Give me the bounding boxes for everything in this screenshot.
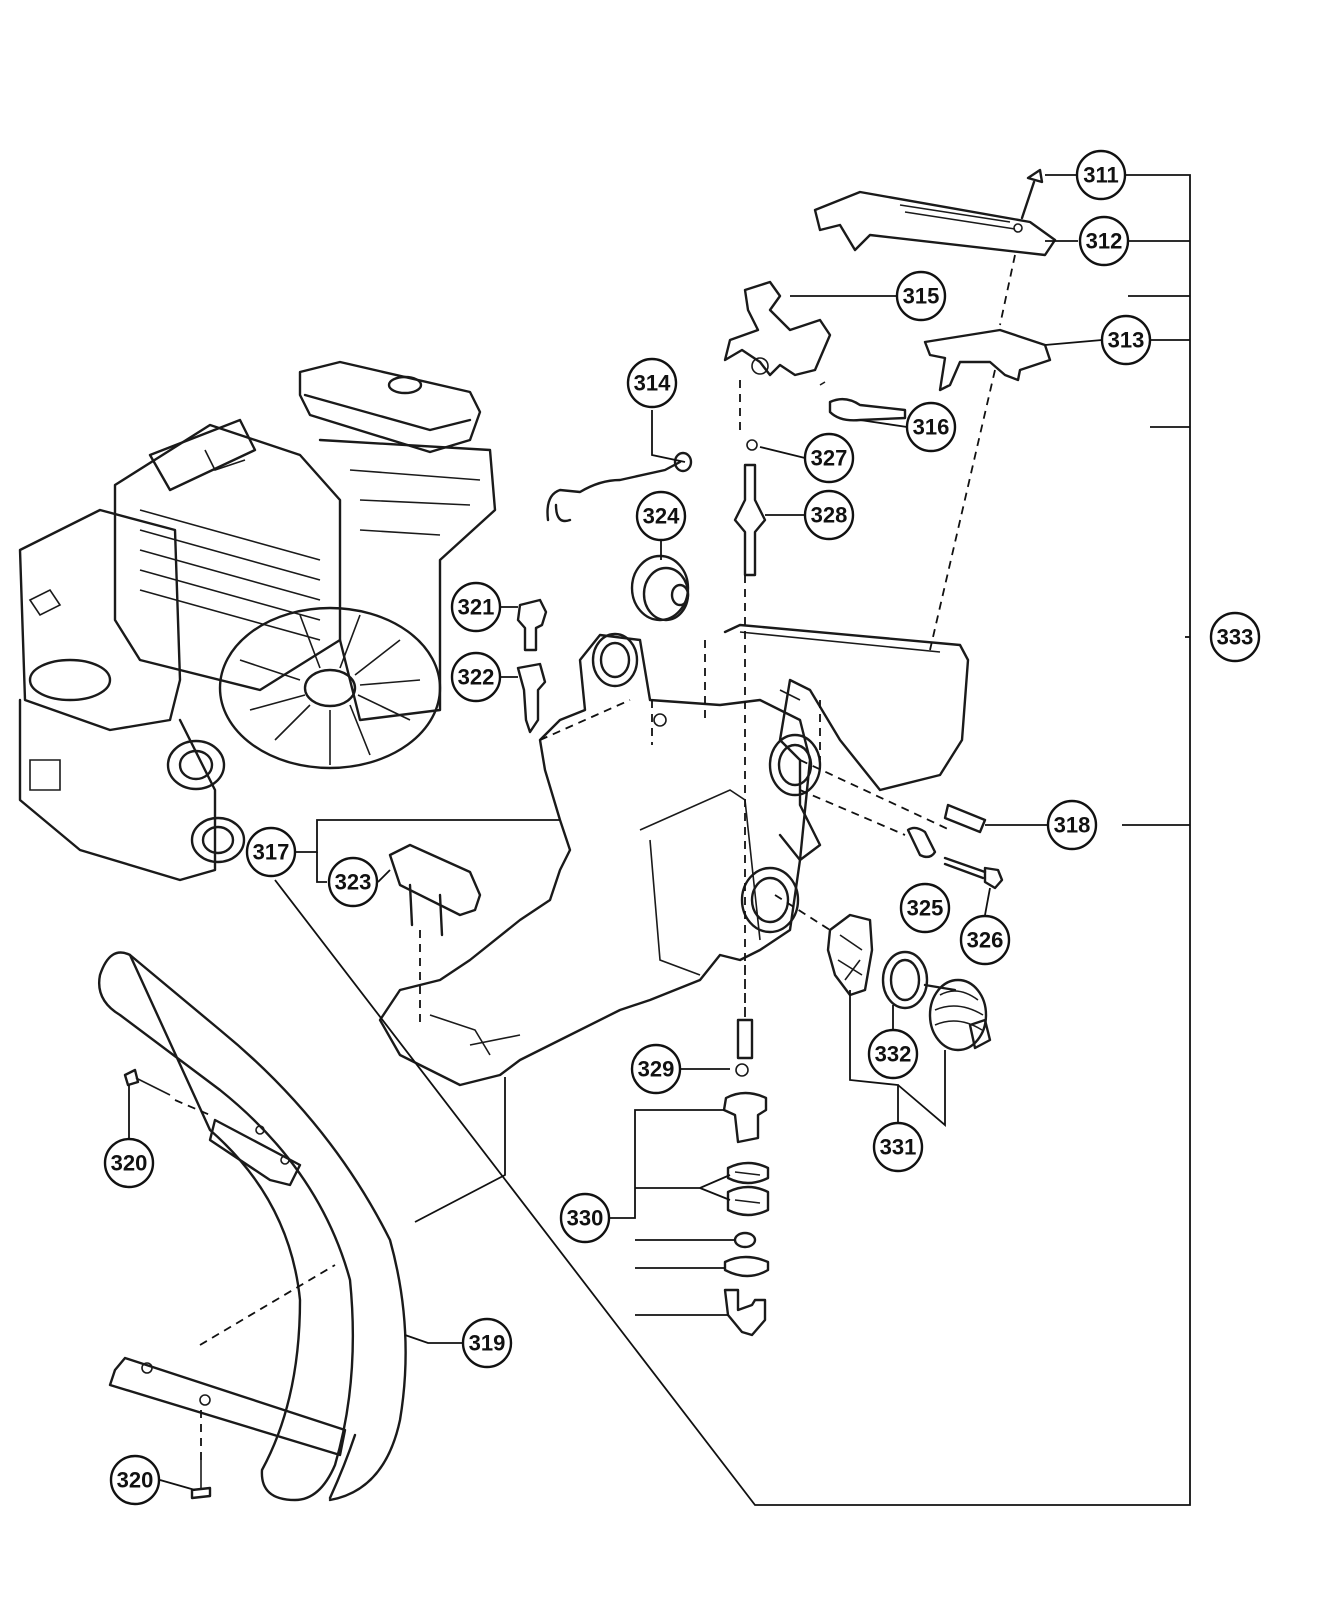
svg-text:318: 318 bbox=[1054, 813, 1091, 838]
handle-cover-312 bbox=[813, 190, 1057, 257]
callout-326: 326 bbox=[959, 914, 1011, 966]
svg-text:320: 320 bbox=[111, 1151, 148, 1176]
svg-text:320: 320 bbox=[117, 1468, 154, 1493]
rear-handle-fuel-tank-317 bbox=[378, 623, 970, 1087]
callout-319: 319 bbox=[461, 1317, 513, 1369]
svg-text:329: 329 bbox=[638, 1057, 675, 1082]
svg-text:332: 332 bbox=[875, 1042, 912, 1067]
callout-329: 329 bbox=[630, 1043, 682, 1095]
screw-311 bbox=[1020, 168, 1044, 220]
callout-331: 331 bbox=[872, 1121, 924, 1173]
svg-text:313: 313 bbox=[1108, 328, 1145, 353]
svg-text:327: 327 bbox=[811, 446, 848, 471]
callout-321: 321 bbox=[450, 581, 502, 633]
av-parts-330 bbox=[722, 1018, 770, 1337]
throttle-trigger-315 bbox=[723, 280, 832, 377]
trigger-lock-313 bbox=[923, 328, 1052, 392]
svg-text:333: 333 bbox=[1217, 625, 1254, 650]
pin-318 bbox=[943, 803, 987, 834]
callout-322: 322 bbox=[450, 651, 502, 703]
svg-text:324: 324 bbox=[643, 504, 680, 529]
pad-323 bbox=[388, 843, 482, 937]
bolt-326 bbox=[943, 856, 1004, 890]
svg-text:325: 325 bbox=[907, 896, 944, 921]
svg-text:317: 317 bbox=[253, 840, 290, 865]
rubber-mount-324 bbox=[630, 554, 690, 622]
callout-328: 328 bbox=[803, 489, 855, 541]
callout-316: 316 bbox=[905, 401, 957, 453]
svg-text:330: 330 bbox=[567, 1206, 604, 1231]
svg-text:326: 326 bbox=[967, 928, 1004, 953]
screw-320 bbox=[123, 1068, 212, 1500]
svg-text:323: 323 bbox=[335, 870, 372, 895]
svg-text:331: 331 bbox=[880, 1135, 917, 1160]
callout-330: 330 bbox=[559, 1192, 611, 1244]
callout-333: 333 bbox=[1209, 611, 1261, 663]
callout-324: 324 bbox=[635, 490, 687, 542]
svg-text:316: 316 bbox=[913, 415, 950, 440]
callout-327: 327 bbox=[803, 432, 855, 484]
callout-315: 315 bbox=[895, 270, 947, 322]
callout-320-lower: 320 bbox=[109, 1454, 161, 1506]
callout-325: 325 bbox=[899, 882, 951, 934]
svg-text:322: 322 bbox=[458, 665, 495, 690]
callout-332: 332 bbox=[867, 1028, 919, 1080]
plug-321-322 bbox=[516, 598, 548, 734]
cap-331-332 bbox=[826, 913, 992, 1052]
pin-327-328 bbox=[733, 439, 767, 577]
callout-323: 323 bbox=[327, 856, 379, 908]
svg-text:311: 311 bbox=[1083, 163, 1119, 188]
callout-312: 312 bbox=[1078, 215, 1130, 267]
callout-314: 314 bbox=[626, 357, 678, 409]
svg-text:314: 314 bbox=[634, 371, 671, 396]
svg-text:328: 328 bbox=[811, 503, 848, 528]
engine-assembly bbox=[18, 360, 497, 882]
spring-316 bbox=[819, 381, 907, 422]
callout-320-upper: 320 bbox=[103, 1137, 155, 1189]
wire-314 bbox=[546, 451, 693, 523]
svg-text:315: 315 bbox=[903, 284, 940, 309]
svg-text:312: 312 bbox=[1086, 229, 1123, 254]
sleeve-325 bbox=[906, 826, 937, 859]
callout-313: 313 bbox=[1100, 314, 1152, 366]
callout-317: 317 bbox=[245, 826, 297, 878]
callout-311: 311 bbox=[1075, 149, 1127, 201]
callout-318: 318 bbox=[1046, 799, 1098, 851]
front-handle-bar-319 bbox=[98, 951, 407, 1502]
svg-text:321: 321 bbox=[458, 595, 495, 620]
svg-text:319: 319 bbox=[469, 1331, 506, 1356]
leader-lines bbox=[128, 174, 1191, 1506]
